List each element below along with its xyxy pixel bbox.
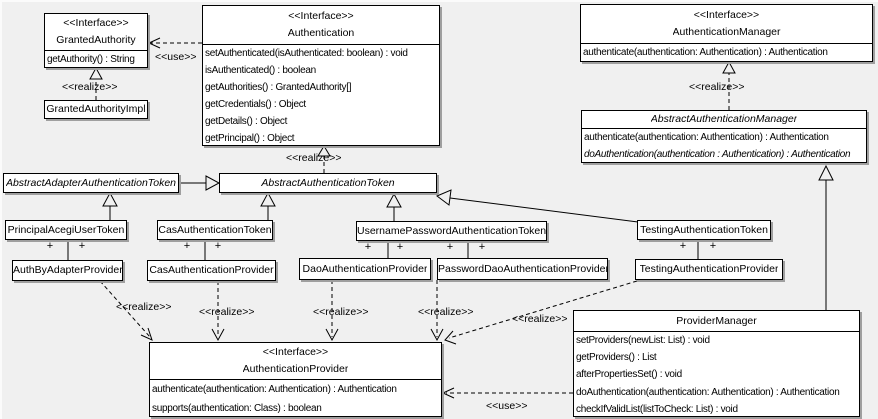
realize-label: <<realize>> (62, 81, 118, 93)
class-granted-authority[interactable]: <<Interface>> GrantedAuthority getAuthor… (44, 13, 148, 68)
class-authentication-manager[interactable]: <<Interface>> AuthenticationManager auth… (580, 4, 873, 62)
class-cas-authentication-token[interactable]: CasAuthenticationToken (157, 220, 273, 240)
use-label: <<use>> (486, 400, 528, 412)
stereotype-label: <<Interface>> (63, 17, 129, 29)
method-label: getProviders() : List (576, 352, 657, 364)
method-label: checkIfValidList(listToCheck: List) : vo… (576, 403, 738, 415)
realize-label: <<realize>> (418, 306, 474, 318)
realize-label: <<realize>> (313, 306, 369, 318)
stereotype-label: <<Interface>> (262, 346, 329, 358)
method-label: isAuthenticated() : boolean (205, 65, 316, 76)
class-dao-authentication-provider[interactable]: DaoAuthenticationProvider (299, 258, 431, 280)
association-plus: + (46, 240, 54, 252)
method-label: getDetails() : Object (205, 116, 288, 127)
class-name: DaoAuthenticationProvider (302, 262, 428, 275)
gen-upw-token-to-abstract-token (386, 192, 402, 221)
class-granted-authority-impl[interactable]: GrantedAuthorityImpl (44, 100, 148, 119)
method-label: supports(authentication: Class) : boolea… (152, 403, 322, 414)
class-testing-authentication-provider[interactable]: TestingAuthenticationProvider (635, 259, 783, 280)
class-abstract-adapter-authentication-token[interactable]: AbstractAdapterAuthenticationToken (3, 173, 179, 193)
class-name: GrantedAuthorityImpl (46, 103, 146, 115)
class-principal-acegi-user-token[interactable]: PrincipalAcegiUserToken (5, 220, 127, 240)
use-authentication-to-granted-authority (147, 37, 202, 49)
realize-label: <<realize>> (689, 81, 745, 93)
class-name: AuthenticationProvider (242, 363, 349, 375)
class-auth-by-adapter-provider[interactable]: AuthByAdapterProvider (12, 260, 123, 281)
method-label: getCredentials() : Object (205, 99, 306, 110)
realize-label: <<realize>> (512, 313, 568, 325)
class-name: AbstractAuthenticationManager (650, 113, 798, 125)
stereotype-label: <<Interface>> (288, 10, 354, 22)
class-name: AuthenticationManager (672, 26, 781, 38)
association-plus: + (396, 241, 404, 253)
class-name: ProviderManager (676, 314, 757, 327)
association-plus: + (183, 240, 191, 252)
method-label: getAuthorities() : GrantedAuthority[] (205, 82, 352, 93)
class-name: PasswordDaoAuthenticationProvider (438, 262, 607, 275)
association-plus: + (679, 240, 687, 252)
class-name: Authentication (287, 27, 355, 39)
class-name: AbstractAuthenticationToken (261, 176, 395, 189)
class-name: GrantedAuthority (56, 34, 136, 46)
association-plus: + (478, 241, 486, 253)
gen-principal-token-to-adapter-token (102, 191, 118, 220)
method-label: setProviders(newList: List) : void (576, 335, 710, 346)
class-abstract-authentication-manager[interactable]: AbstractAuthenticationManager authentica… (581, 110, 867, 163)
class-name: AuthByAdapterProvider (13, 264, 122, 276)
gen-cas-token-to-abstract-token (260, 191, 276, 220)
method-label: doAuthentication(authentication: Authent… (576, 386, 840, 398)
association-plus: + (214, 240, 222, 252)
realize-label: <<realize>> (286, 152, 342, 164)
association-plus: + (364, 241, 372, 253)
use-provider-manager-to-authentication-provider (441, 387, 573, 399)
class-name: TestingAuthenticationProvider (639, 263, 779, 275)
class-name: CasAuthenticationProvider (149, 264, 274, 276)
class-name: TestingAuthenticationToken (640, 223, 768, 236)
realize-label: <<realize>> (199, 306, 255, 318)
class-username-password-authentication-token[interactable]: UsernamePasswordAuthenticationToken (356, 221, 547, 241)
method-label: setAuthenticated(isAuthenticated: boolea… (205, 48, 408, 59)
class-name: AbstractAdapterAuthenticationToken (5, 176, 177, 189)
class-name: CasAuthenticationToken (158, 223, 272, 236)
gen-provider-manager-to-abstract-manager (818, 164, 834, 310)
gen-testing-token-to-abstract-token (436, 189, 639, 223)
class-authentication[interactable]: <<Interface>> Authentication setAuthenti… (202, 5, 440, 146)
association-plus: + (709, 240, 717, 252)
method-label: doAuthentication(authentication : Authen… (584, 149, 851, 160)
method-label: authenticate(authentication: Authenticat… (152, 384, 397, 395)
method-label: authenticate(authentication: Authenticat… (584, 132, 829, 143)
class-password-dao-authentication-provider[interactable]: PasswordDaoAuthenticationProvider (437, 258, 608, 280)
association-plus: + (446, 241, 454, 253)
class-authentication-provider[interactable]: <<Interface>> AuthenticationProvider aut… (149, 342, 442, 417)
class-abstract-authentication-token[interactable]: AbstractAuthenticationToken (219, 173, 437, 193)
realize-label: <<realize>> (116, 301, 172, 313)
method-label: getPrincipal() : Object (205, 133, 295, 144)
class-cas-authentication-provider[interactable]: CasAuthenticationProvider (147, 260, 276, 281)
method-label: afterPropertiesSet() : void (576, 369, 682, 381)
stereotype-label: <<Interface>> (693, 9, 760, 21)
class-name: UsernamePasswordAuthenticationToken (357, 224, 546, 237)
use-label: <<use>> (155, 51, 197, 63)
class-name: PrincipalAcegiUserToken (7, 223, 125, 236)
method-label: getAuthority() : String (47, 54, 135, 65)
association-plus: + (78, 240, 86, 252)
class-provider-manager[interactable]: ProviderManager setProviders(newList: Li… (573, 310, 860, 417)
method-label: authenticate(authentication: Authenticat… (583, 47, 828, 58)
gen-adapter-token-to-abstract-token (179, 175, 221, 191)
class-testing-authentication-token[interactable]: TestingAuthenticationToken (637, 220, 771, 240)
